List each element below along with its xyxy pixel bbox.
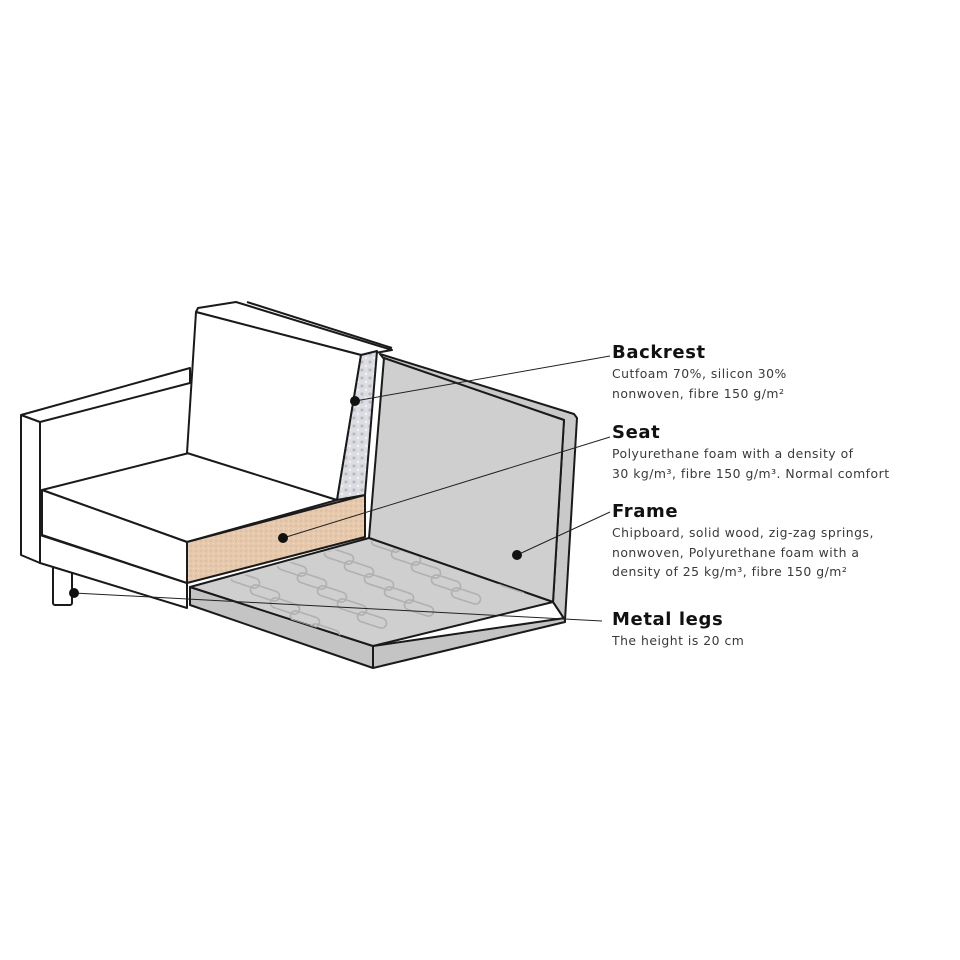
spring-loop bbox=[430, 574, 462, 592]
backrest-foam-section bbox=[336, 350, 378, 501]
label-line: The height is 20 cm bbox=[612, 633, 745, 648]
label-line: 30 kg/m³, fibre 150 g/m³. Normal comfort bbox=[612, 465, 890, 481]
label-line: nonwoven, Polyurethane foam with a bbox=[612, 544, 860, 560]
label-seat: Seat Polyurethane foam with a density of… bbox=[612, 422, 890, 483]
spring-loop bbox=[356, 611, 388, 629]
label-line: Chipboard, solid wood, zig-zag springs, bbox=[612, 525, 874, 540]
frame-dot bbox=[512, 550, 522, 560]
spring-loop bbox=[316, 585, 348, 603]
label-backrest: Backrest Cutfoam 70%, silicon 30% nonwov… bbox=[612, 342, 787, 403]
spring-loop bbox=[269, 597, 301, 615]
label-line: nonwoven, fibre 150 g/m² bbox=[612, 385, 785, 401]
legs-dot bbox=[69, 588, 79, 598]
label-title: Metal legs bbox=[612, 609, 724, 630]
label-metal-legs: Metal legs The height is 20 cm bbox=[612, 609, 744, 651]
label-line: density of 25 kg/m³, fibre 150 g/m² bbox=[612, 564, 848, 579]
spring-loop bbox=[336, 598, 368, 616]
label-title: Frame bbox=[612, 501, 679, 522]
spring-loop bbox=[410, 561, 442, 579]
label-line: Cutfoam 70%, silicon 30% bbox=[612, 366, 787, 381]
spring-loop bbox=[296, 572, 328, 590]
spring-loop bbox=[383, 586, 415, 604]
spring-loop bbox=[571, 538, 603, 557]
leader-lines bbox=[73, 355, 611, 622]
spring-loop bbox=[249, 584, 281, 602]
label-frame: Frame Chipboard, solid wood, zig-zag spr… bbox=[612, 501, 874, 582]
spring-loop bbox=[343, 560, 375, 578]
label-title: Backrest bbox=[612, 342, 706, 363]
spring-loop bbox=[363, 573, 395, 591]
spring-loop bbox=[403, 599, 435, 617]
seat-foam-section bbox=[186, 494, 366, 584]
label-title: Seat bbox=[612, 422, 661, 443]
label-line: Polyurethane foam with a density of bbox=[612, 446, 854, 461]
backrest-dot bbox=[350, 396, 360, 406]
spring-loop bbox=[450, 587, 482, 605]
seat-dot bbox=[278, 533, 288, 543]
leader-dots bbox=[69, 396, 522, 598]
